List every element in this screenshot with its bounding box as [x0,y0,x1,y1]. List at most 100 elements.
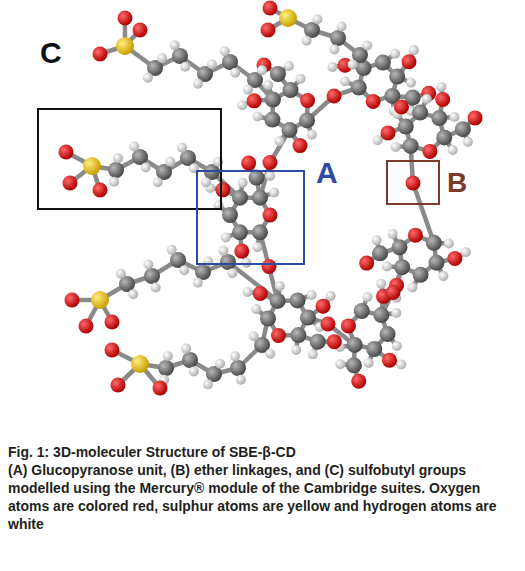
atom [232,224,248,240]
atom [153,177,163,187]
atom [253,286,268,301]
region-letter: B [447,169,467,197]
atom [407,283,417,293]
atom [241,156,256,171]
atom [91,291,109,309]
atom [143,73,153,83]
atom [157,53,167,63]
atom [402,54,417,69]
atom [113,153,123,163]
atom [263,1,278,16]
atom [230,351,240,361]
atom [118,11,133,26]
atom [158,360,174,376]
atom [222,54,238,70]
atom [221,232,231,242]
atom [386,285,401,300]
atom [422,94,432,104]
atom [265,349,275,359]
atom [310,334,326,350]
atom [275,281,285,291]
atom [151,282,161,292]
highlight-box: A [196,170,305,265]
atom [304,22,320,38]
atom [372,235,382,245]
atom [351,79,367,95]
figure-caption: (A) Glucopyranose unit, (B) ether linkag… [8,461,515,533]
atom [193,278,203,288]
atom [330,30,346,46]
atom [337,22,347,32]
atom [312,14,322,24]
atom [111,378,126,393]
atom [129,141,139,151]
atom [300,309,316,325]
atom [105,343,120,358]
atom [283,82,299,98]
atom [237,100,247,110]
atom [394,259,410,275]
highlight-box: B [386,160,440,205]
atom [163,351,173,361]
atom [375,55,391,71]
atom [260,311,276,327]
atom [299,112,315,128]
atom [327,62,337,72]
atom [93,183,108,198]
atom [253,111,263,121]
atom [373,135,383,145]
atom [321,317,336,332]
atom [340,76,350,86]
figure-title: Fig. 1: 3D-moleculer Structure of SBE-β-… [8,443,515,461]
atom [284,61,294,71]
atom [109,177,119,187]
atom [447,251,462,266]
atom [326,291,336,301]
atom [388,229,398,239]
atom [396,360,406,370]
atom [236,375,246,385]
atom [413,267,429,283]
atom [300,93,315,108]
atom [261,23,276,38]
atom [269,188,279,198]
atom [362,41,372,51]
atom [391,142,401,152]
atom [263,208,278,223]
region-letter: A [316,158,338,188]
atom [234,244,249,259]
atom [403,138,419,154]
atom [251,304,261,314]
atom [455,121,471,137]
atom [215,182,230,197]
atom [366,94,381,109]
atom [406,176,421,191]
atom [448,145,458,155]
atom [302,36,312,46]
atom [263,155,278,170]
atom [59,145,74,160]
atom [291,345,301,355]
atom [133,23,148,38]
atom [426,235,442,251]
atom [270,293,286,309]
atom [238,178,248,188]
atom [376,279,386,289]
atom [265,92,281,108]
atom [316,299,331,314]
atom [373,307,389,323]
atom [293,138,308,153]
atom [290,292,306,308]
atom [243,85,253,95]
atom [394,100,409,115]
atom [271,328,286,343]
atom [449,112,459,122]
atom [179,265,189,275]
atom [406,78,416,88]
atom [463,137,473,147]
atom [215,359,225,369]
atom [181,344,191,354]
atom [247,93,262,108]
atom [79,319,94,334]
